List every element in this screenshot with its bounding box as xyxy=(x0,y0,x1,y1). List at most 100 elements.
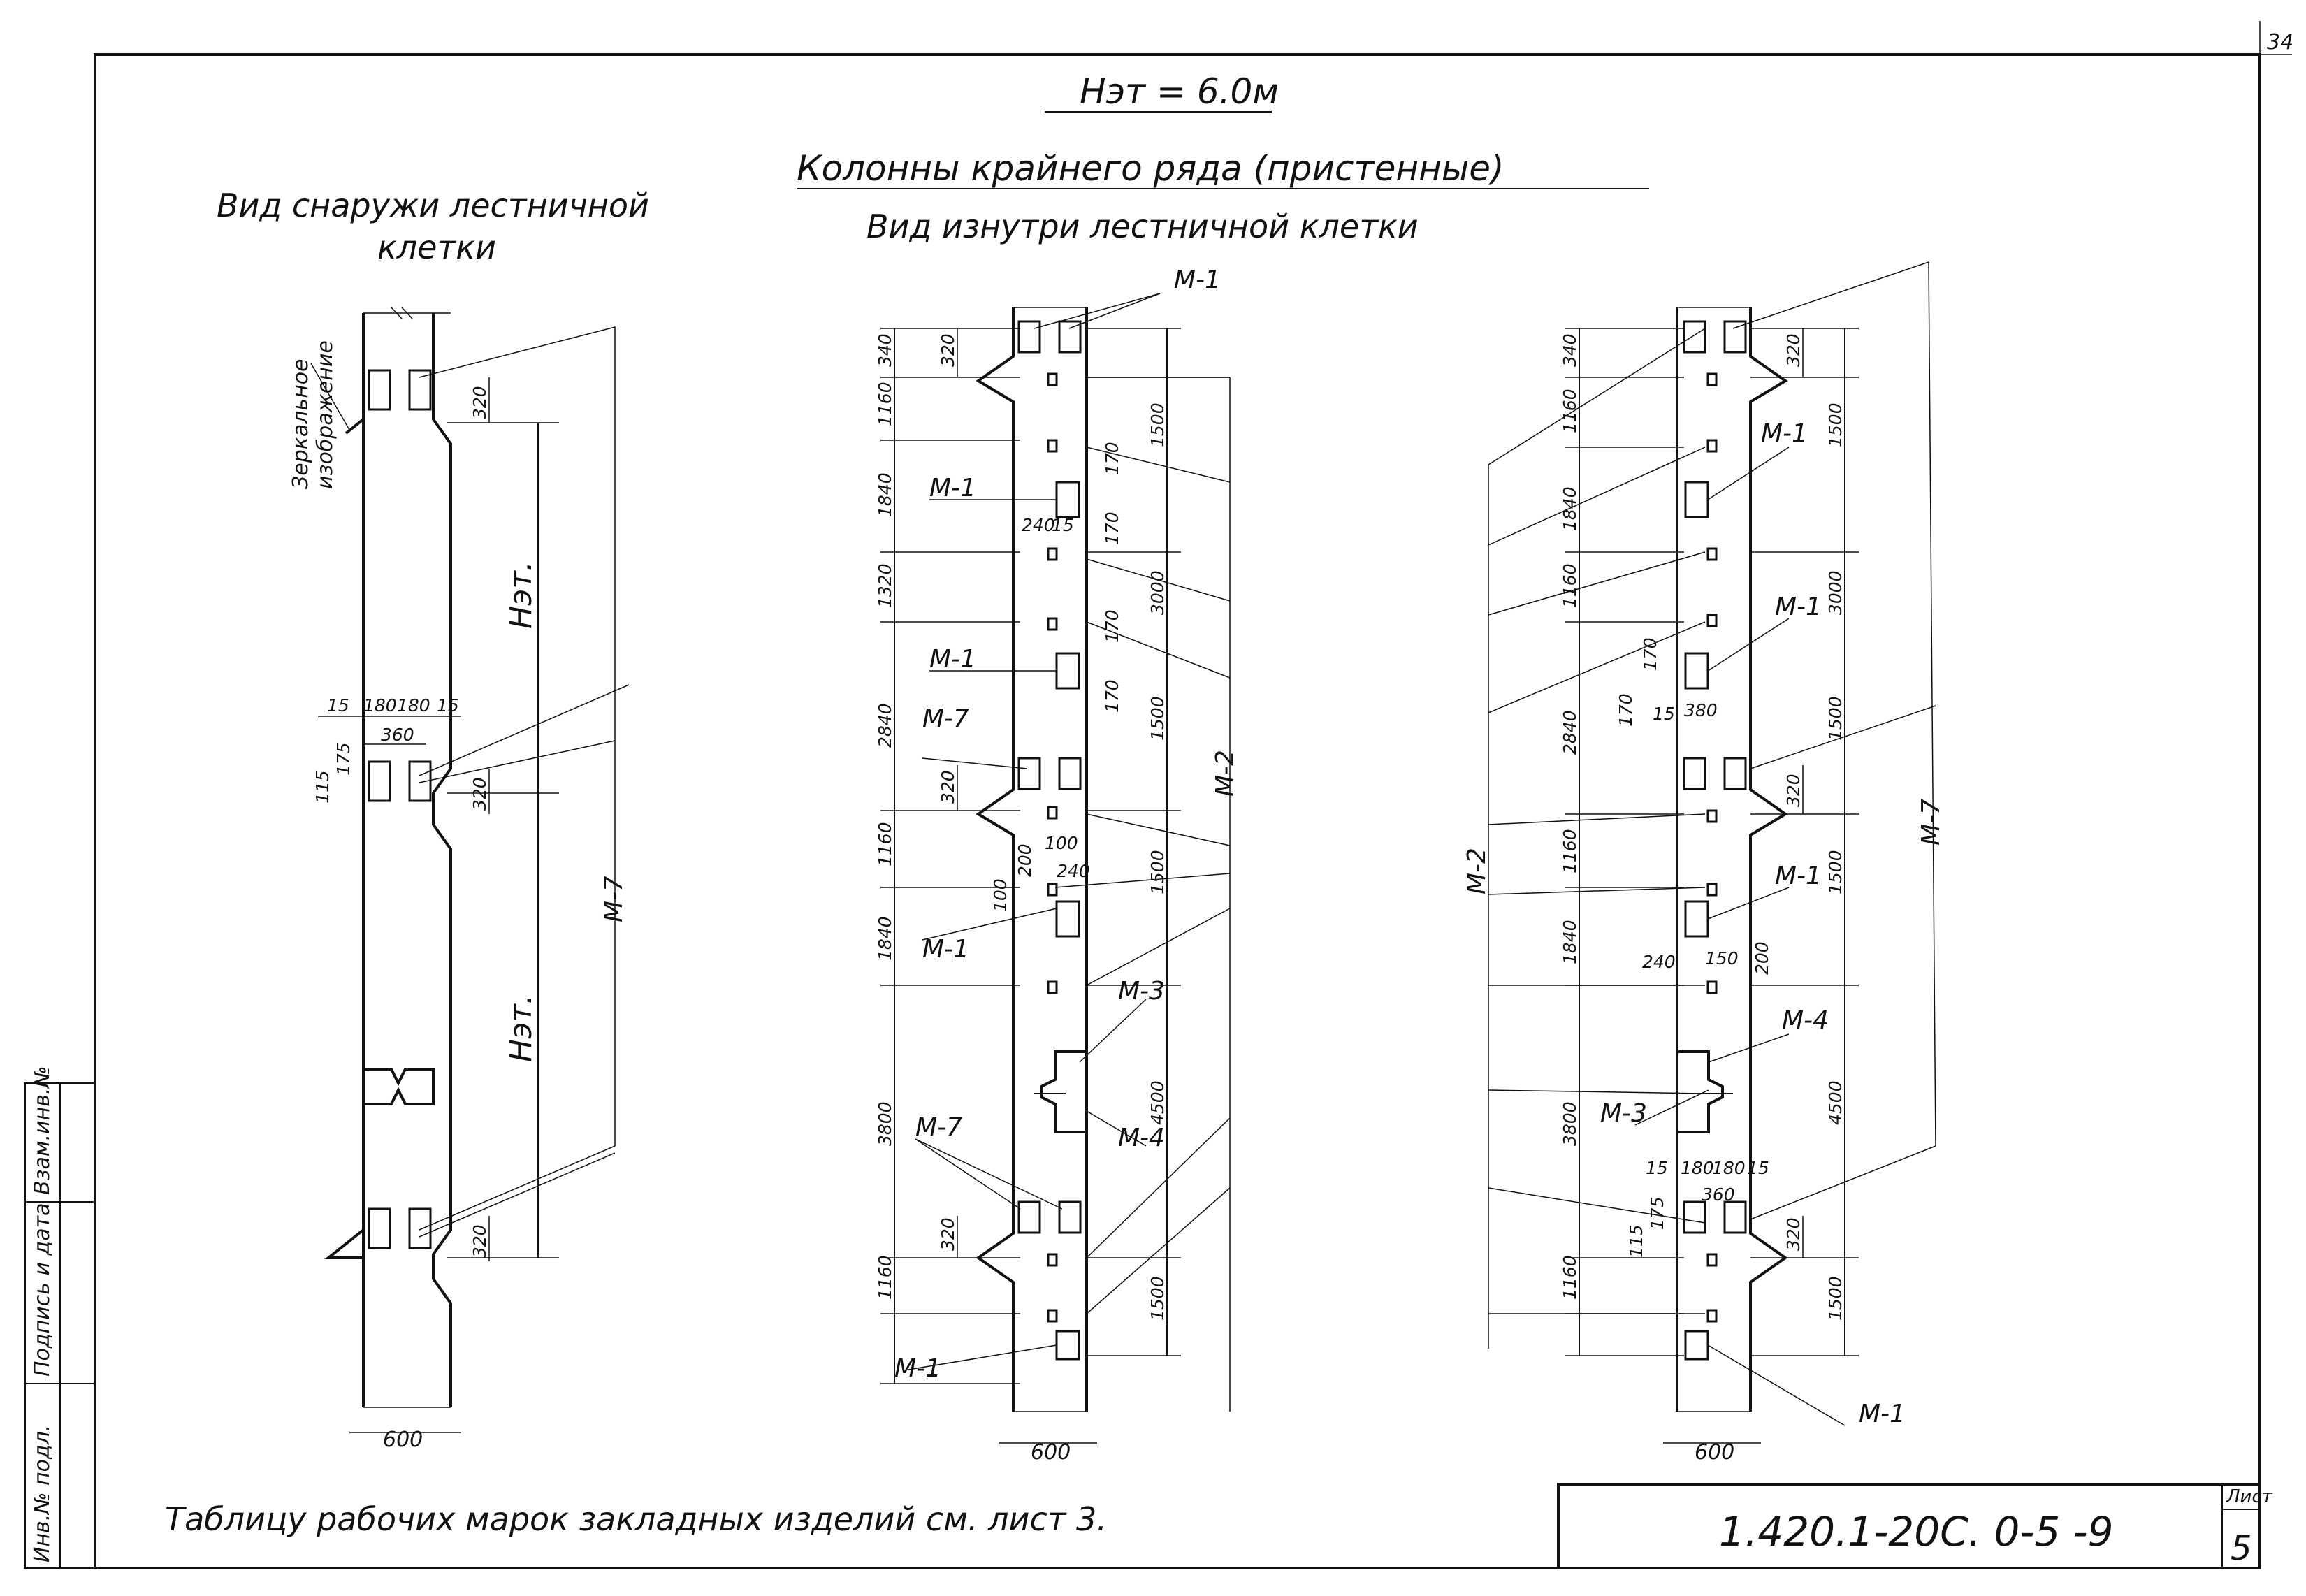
sheet-number: 5 xyxy=(2231,1529,2252,1568)
col3-dim-3000: 3000 xyxy=(1825,570,1845,615)
col3-mark-m1c: М-1 xyxy=(1775,862,1822,890)
col1-width: 600 xyxy=(383,1428,423,1452)
col1-dim-175: 175 xyxy=(333,742,354,776)
view-inside-label: Вид изнутри лестничной клетки xyxy=(866,208,1419,245)
col1-dim-180b: 180 xyxy=(397,695,430,716)
col2-mark-m1c: М-1 xyxy=(922,935,969,964)
col2-dim-1160c: 1160 xyxy=(875,1255,895,1300)
col3-dim-180b: 180 xyxy=(1712,1158,1746,1178)
col3-dim-1160c: 1160 xyxy=(1560,829,1580,873)
col2-dim-320c: 320 xyxy=(938,1217,958,1251)
col3-width: 600 xyxy=(1695,1440,1734,1465)
col3-dim-1500a: 1500 xyxy=(1825,402,1845,447)
col2-dim-1840a: 1840 xyxy=(875,472,895,517)
col3-dim-4500: 4500 xyxy=(1825,1080,1845,1125)
col3-dim-1500c: 1500 xyxy=(1825,850,1845,894)
column-3-inside-view: 340 1160 1840 1160 2840 1160 1840 3800 1… xyxy=(1463,261,1945,1465)
col3-dim-340: 340 xyxy=(1560,333,1580,367)
stamp-replace-inv: Взам.инв.№ xyxy=(30,1066,55,1195)
col2-dim-1160a: 1160 xyxy=(875,382,895,426)
column-2-inside-view: 340 320 1160 1840 1320 2840 320 1160 184… xyxy=(875,266,1240,1465)
col1-dim-320-bot: 320 xyxy=(470,1224,490,1258)
col3-dim-320c: 320 xyxy=(1783,1217,1804,1251)
view-outside-line1: Вид снаружи лестничной xyxy=(217,187,649,224)
col2-dim-1320: 1320 xyxy=(875,563,895,608)
col1-dim-15a: 15 xyxy=(327,695,349,716)
col3-dim-3800: 3800 xyxy=(1560,1101,1580,1146)
col3-dim-1160a: 1160 xyxy=(1560,389,1580,433)
col2-dim-3000: 3000 xyxy=(1147,570,1168,615)
col3-dim-180a: 180 xyxy=(1681,1158,1714,1178)
sheet-frame: 34 xyxy=(94,21,2293,1569)
side-stamp: Взам.инв.№ Подпись и дата Инв.№ подл. xyxy=(24,1066,96,1569)
mirror-label-line1: Зеркальное xyxy=(289,358,313,489)
col1-floor-height-bottom: Нэт. xyxy=(503,994,539,1062)
col2-dim-1500c: 1500 xyxy=(1147,850,1168,894)
col3-mark-m3: М-3 xyxy=(1600,1099,1647,1128)
col2-dim-240a: 240 xyxy=(1022,515,1055,535)
col2-dim-170c: 170 xyxy=(1102,609,1122,643)
column-1-outside-view: М-7 Нэт. Нэт. 320 320 320 15 180 180 15 … xyxy=(289,307,630,1452)
col2-dim-340: 340 xyxy=(875,333,895,367)
col1-plate-mid-a xyxy=(368,760,391,802)
col2-dim-320b: 320 xyxy=(938,770,958,804)
view-outside-line2: клетки xyxy=(377,228,496,266)
col2-dim-170a: 170 xyxy=(1102,442,1122,475)
header: Нэт = 6.0м Колонны крайнего ряда (присте… xyxy=(217,71,1649,266)
col1-joint xyxy=(363,1068,435,1105)
col1-dim-15b: 15 xyxy=(437,695,459,716)
footer-note: Таблицу рабочих марок закладных изделий … xyxy=(165,1500,1107,1538)
sheet-corner-number: 34 xyxy=(2267,30,2293,55)
col2-dim-1500b: 1500 xyxy=(1147,696,1168,741)
col1-plate-top-b xyxy=(408,369,432,411)
col1-mark-m7: М-7 xyxy=(600,876,628,922)
col2-dim-1840b: 1840 xyxy=(875,916,895,961)
col3-dim-175: 175 xyxy=(1647,1196,1667,1230)
col2-dim-1160b: 1160 xyxy=(875,822,895,866)
col3-dim-1500b: 1500 xyxy=(1825,696,1845,741)
drawing-title: Колонны крайнего ряда (пристенные) xyxy=(797,148,1504,189)
col2-dim-100b: 100 xyxy=(990,878,1010,912)
col2-mark-m7a: М-7 xyxy=(922,704,969,733)
mirror-label-line2: изображение xyxy=(313,340,338,489)
col3-mark-m1a: М-1 xyxy=(1761,419,1808,448)
col2-dim-3800: 3800 xyxy=(875,1101,895,1146)
col2-dim-320a: 320 xyxy=(938,333,958,367)
col1-dim-115: 115 xyxy=(312,770,333,804)
col3-dim-360: 360 xyxy=(1702,1184,1735,1205)
col2-dim-170d: 170 xyxy=(1102,679,1122,713)
col2-mark-m1-top: М-1 xyxy=(1174,266,1221,294)
col2-dim-15: 15 xyxy=(1052,515,1074,535)
col2-dim-170b: 170 xyxy=(1102,512,1122,545)
col3-dim-15c: 15 xyxy=(1747,1158,1769,1178)
title-block: 1.420.1-20С. 0-5 -9 Лист 5 xyxy=(1557,1483,2273,1569)
col3-dim-1500d: 1500 xyxy=(1825,1276,1845,1321)
col3-dim-320a: 320 xyxy=(1783,333,1804,367)
col3-mark-m4: М-4 xyxy=(1782,1006,1829,1035)
col3-dim-240: 240 xyxy=(1642,952,1676,972)
col1-plate-bot-a xyxy=(368,1207,391,1249)
col2-mark-m1a: М-1 xyxy=(929,474,976,502)
col1-plate-bot-b xyxy=(408,1207,432,1249)
col3-dim-2840: 2840 xyxy=(1560,710,1580,755)
col1-dim-360: 360 xyxy=(381,725,414,745)
col3-dim-1160b: 1160 xyxy=(1560,563,1580,608)
col3-dim-15a: 15 xyxy=(1653,704,1675,724)
col1-dim-320-top: 320 xyxy=(470,386,490,419)
sheet-label: Лист xyxy=(2226,1486,2273,1507)
stamp-sign-date: Подпись и дата xyxy=(30,1203,55,1377)
col3-mark-m1d: М-1 xyxy=(1859,1400,1906,1428)
doc-code: 1.420.1-20С. 0-5 -9 xyxy=(1719,1508,2113,1555)
col2-dim-1500a: 1500 xyxy=(1147,402,1168,447)
col2-dim-4500: 4500 xyxy=(1147,1080,1168,1125)
col2-dim-200: 200 xyxy=(1015,843,1035,877)
col2-mark-m1d: М-1 xyxy=(894,1354,941,1383)
col2-width: 600 xyxy=(1031,1440,1071,1465)
floor-height-label: Нэт = 6.0м xyxy=(1080,71,1279,112)
col3-dim-150: 150 xyxy=(1705,948,1739,969)
col3-mark-m2: М-2 xyxy=(1463,848,1491,894)
col1-floor-height-top: Нэт. xyxy=(503,561,539,629)
col2-dim-1500d: 1500 xyxy=(1147,1276,1168,1321)
col3-dim-200: 200 xyxy=(1752,941,1772,975)
